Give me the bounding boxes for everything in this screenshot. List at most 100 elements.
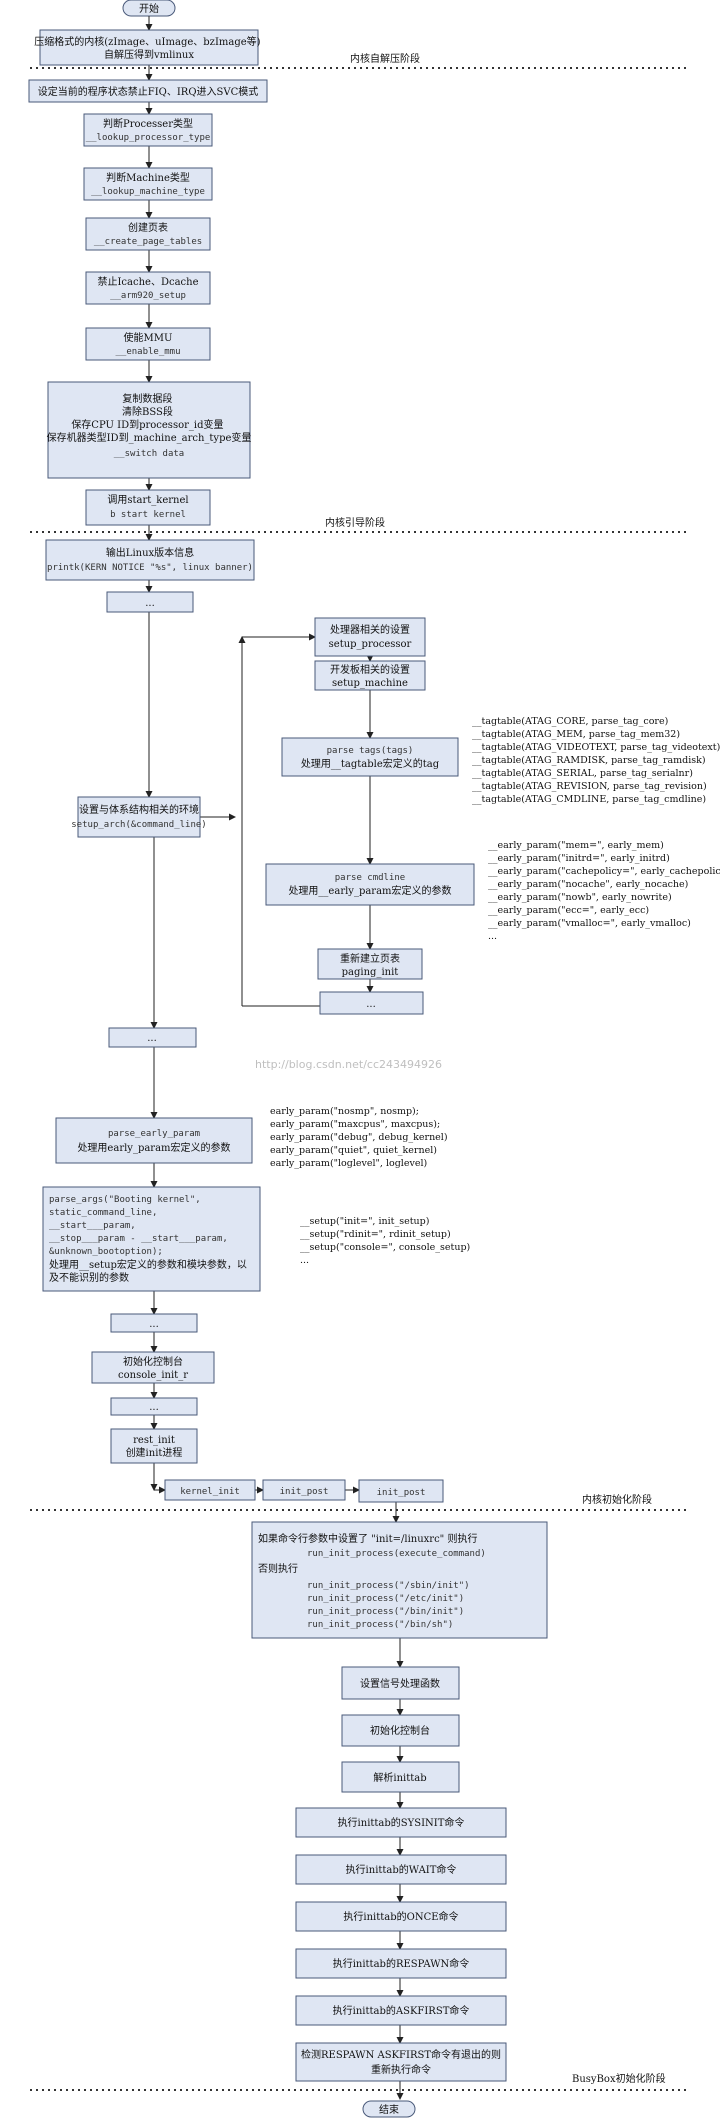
mmu-box (85, 327, 211, 361)
askfirst-box (295, 1995, 507, 2026)
setup-processor-func: setup_processor (329, 639, 412, 650)
page-tables-box (85, 217, 211, 251)
start-kernel-box (85, 489, 211, 526)
end-label: 结束 (379, 2103, 399, 2116)
once-box (295, 1901, 507, 1932)
paging-init-func: paging_init (342, 967, 399, 978)
setup-processor-box (314, 617, 426, 657)
run-init-condition: 如果命令行参数中设置了 "init=/linuxrc" 则执行 (258, 1532, 477, 1545)
parse-early-param-label: 处理用early_param宏定义的参数 (77, 1141, 230, 1154)
restart-box (295, 2042, 507, 2082)
run-init-candidates: run_init_process("/sbin/init") run_init_… (307, 1581, 475, 1630)
parse-cmdline-label: 处理用__early_param宏定义的参数 (288, 884, 451, 897)
end-terminal (362, 2100, 416, 2118)
svc-mode-box (28, 79, 268, 103)
banner-label: 输出Linux版本信息 (106, 546, 194, 559)
rest-init-func: rest_init (133, 1435, 175, 1446)
switch-data-text: 复制数据段 清除BSS段 保存CPU ID到processor_id变量 保存机… (47, 392, 252, 444)
ellipsis-box (108, 1027, 197, 1048)
signal-handler-label: 设置信号处理函数 (360, 1677, 440, 1690)
rest-init-label: 创建init进程 (126, 1446, 183, 1459)
processor-type-func: __lookup_processor_type (86, 133, 211, 143)
switch-data-func: __switch data (114, 449, 184, 459)
switch-data-box (47, 381, 251, 479)
start-label: 开始 (139, 2, 159, 15)
start-kernel-label: 调用start_kernel (107, 494, 188, 506)
setup-notes: __setup("init=", init_setup) __setup("rd… (300, 1216, 473, 1266)
cache-box (85, 271, 211, 305)
init-console-box (341, 1714, 460, 1747)
wait-box (295, 1854, 507, 1885)
mmu-func: __enable_mmu (115, 347, 180, 357)
machine-type-box (83, 167, 213, 201)
ellipsis-box (110, 1313, 198, 1333)
stage-label-boot: 内核引导阶段 (325, 516, 385, 529)
ellipsis-text: ... (145, 598, 155, 609)
init-post-box (358, 1479, 444, 1503)
decompress-box (39, 29, 259, 66)
ellipsis-box (319, 991, 424, 1015)
tagtable-notes: __tagtable(ATAG_CORE, parse_tag_core) __… (472, 716, 720, 805)
setup-processor-label: 处理器相关的设置 (330, 623, 410, 636)
ellipsis-text: ... (149, 1319, 159, 1330)
run-init-box (251, 1521, 548, 1639)
setup-arch-box (77, 796, 201, 838)
ellipsis-text: ... (366, 999, 376, 1010)
parse-tags-box (281, 737, 459, 777)
stage-label-busybox: BusyBox初始化阶段 (572, 2072, 666, 2085)
paging-init-label: 重新建立页表 (340, 952, 400, 965)
ellipsis-box (110, 1397, 198, 1416)
paging-init-box (317, 948, 423, 980)
banner-func: printk(KERN NOTICE "%s", linux banner) (47, 563, 253, 573)
kernel-init-box (164, 1479, 256, 1501)
cache-func: __arm920_setup (110, 291, 186, 301)
console-init-func: console_init_r (118, 1370, 188, 1381)
watermark: http://blog.csdn.net/cc243494926 (255, 1058, 442, 1071)
setup-machine-box (314, 660, 426, 691)
parse-cmdline-func: parse cmdline (335, 873, 405, 883)
wait-label: 执行inittab的WAIT命令 (346, 1863, 457, 1876)
parse-args-desc: 处理用__setup宏定义的参数和模块参数，以 及不能识别的参数 (49, 1258, 250, 1284)
init-post-func: init_post (377, 1488, 426, 1498)
cache-label: 禁止Icache、Dcache (97, 276, 198, 288)
processor-type-label: 判断Processer类型 (103, 117, 193, 130)
run-init-exec: run_init_process(execute_command) (307, 1549, 486, 1559)
svc-mode-text: 设定当前的程序状态禁止FIQ、IRQ进入SVC模式 (38, 85, 259, 98)
askfirst-label: 执行inittab的ASKFIRST命令 (333, 2004, 470, 2017)
banner-box (45, 539, 255, 581)
parse-tags-func: parse tags(tags) (327, 746, 414, 756)
mmu-label: 使能MMU (124, 331, 173, 344)
restart-label-line2: 重新执行命令 (371, 2063, 431, 2076)
machine-type-label: 判断Machine类型 (106, 171, 190, 184)
parse-inittab-box (341, 1761, 460, 1793)
kernel-init-func: kernel_init (180, 1487, 240, 1497)
page-tables-func: __create_page_tables (94, 237, 202, 247)
stage-label-decompress: 内核自解压阶段 (350, 52, 420, 65)
run-init-else: 否则执行 (258, 1562, 298, 1575)
once-label: 执行inittab的ONCE命令 (343, 1910, 458, 1923)
console-init-box (91, 1351, 215, 1384)
init-console-label: 初始化控制台 (370, 1724, 430, 1737)
setup-machine-func: setup_machine (332, 678, 408, 689)
decompress-text: 压缩格式的内核(zImage、uImage、bzImage等) 自解压得到vml… (34, 35, 264, 61)
init-post-box (262, 1479, 346, 1501)
parse-early-param-box (55, 1117, 253, 1164)
ellipsis-text: ... (147, 1033, 157, 1044)
setup-arch-label: 设置与体系结构相关的环境 (79, 803, 199, 816)
start-kernel-func: b start kernel (110, 510, 186, 520)
ellipsis-text: ... (149, 1402, 159, 1413)
console-init-label: 初始化控制台 (123, 1355, 183, 1368)
respawn-label: 执行inittab的RESPAWN命令 (333, 1957, 470, 1970)
page-tables-label: 创建页表 (128, 221, 168, 234)
init-post-func: init_post (280, 1487, 329, 1497)
setup-machine-label: 开发板相关的设置 (330, 663, 410, 676)
sysinit-label: 执行inittab的SYSINIT命令 (338, 1816, 465, 1829)
setup-arch-func: setup_arch(&command_line) (71, 820, 206, 830)
early-param-cmdline-notes: __early_param("mem=", early_mem) __early… (488, 840, 720, 942)
sysinit-box (295, 1807, 507, 1838)
stage-label-init: 内核初始化阶段 (582, 1493, 652, 1506)
parse-cmdline-box (265, 863, 475, 906)
parse-inittab-label: 解析inittab (373, 1771, 426, 1784)
parse-args-box (42, 1186, 261, 1292)
